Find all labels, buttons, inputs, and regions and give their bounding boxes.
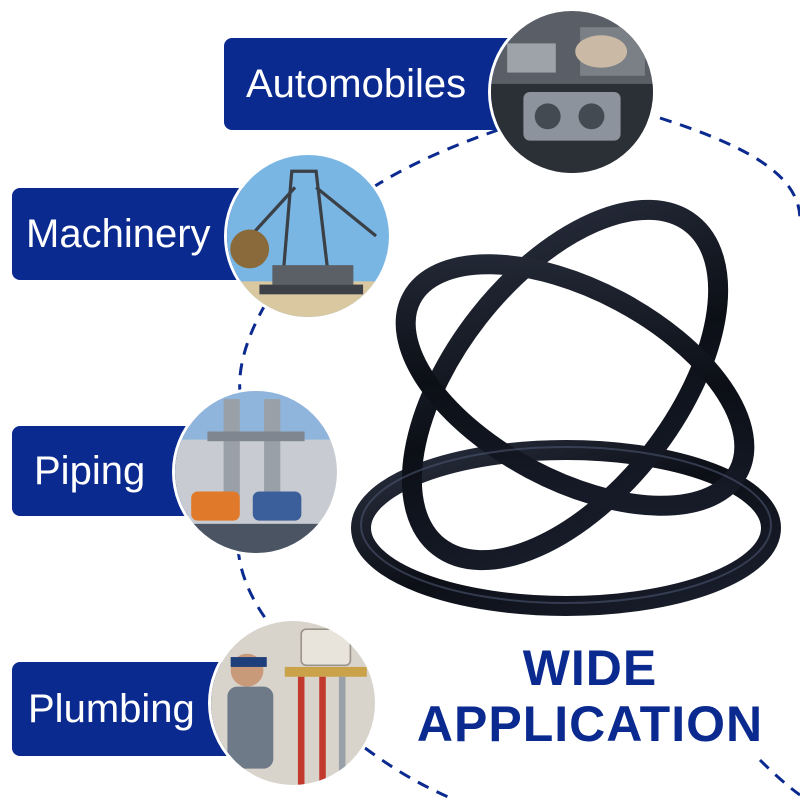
headline-line-1: WIDE	[522, 640, 658, 696]
category-label-text: Plumbing	[28, 686, 195, 731]
category-label-text: Piping	[34, 448, 146, 493]
ring-tilted-large	[401, 199, 729, 571]
headline-line-2: APPLICATION	[416, 696, 764, 752]
car-engine-icon	[488, 8, 656, 176]
ring-tilted-small	[395, 254, 755, 516]
category-label-automobiles: Automobiles	[224, 38, 524, 130]
excavator-icon	[224, 152, 392, 320]
plumber-icon	[208, 618, 378, 788]
category-label-piping: Piping	[12, 426, 202, 516]
category-label-text: Machinery	[26, 211, 211, 256]
pump-pipes-icon	[172, 388, 340, 556]
category-label-plumbing: Plumbing	[12, 662, 234, 756]
headline: WIDE APPLICATION	[400, 640, 780, 752]
category-label-text: Automobiles	[246, 61, 467, 106]
